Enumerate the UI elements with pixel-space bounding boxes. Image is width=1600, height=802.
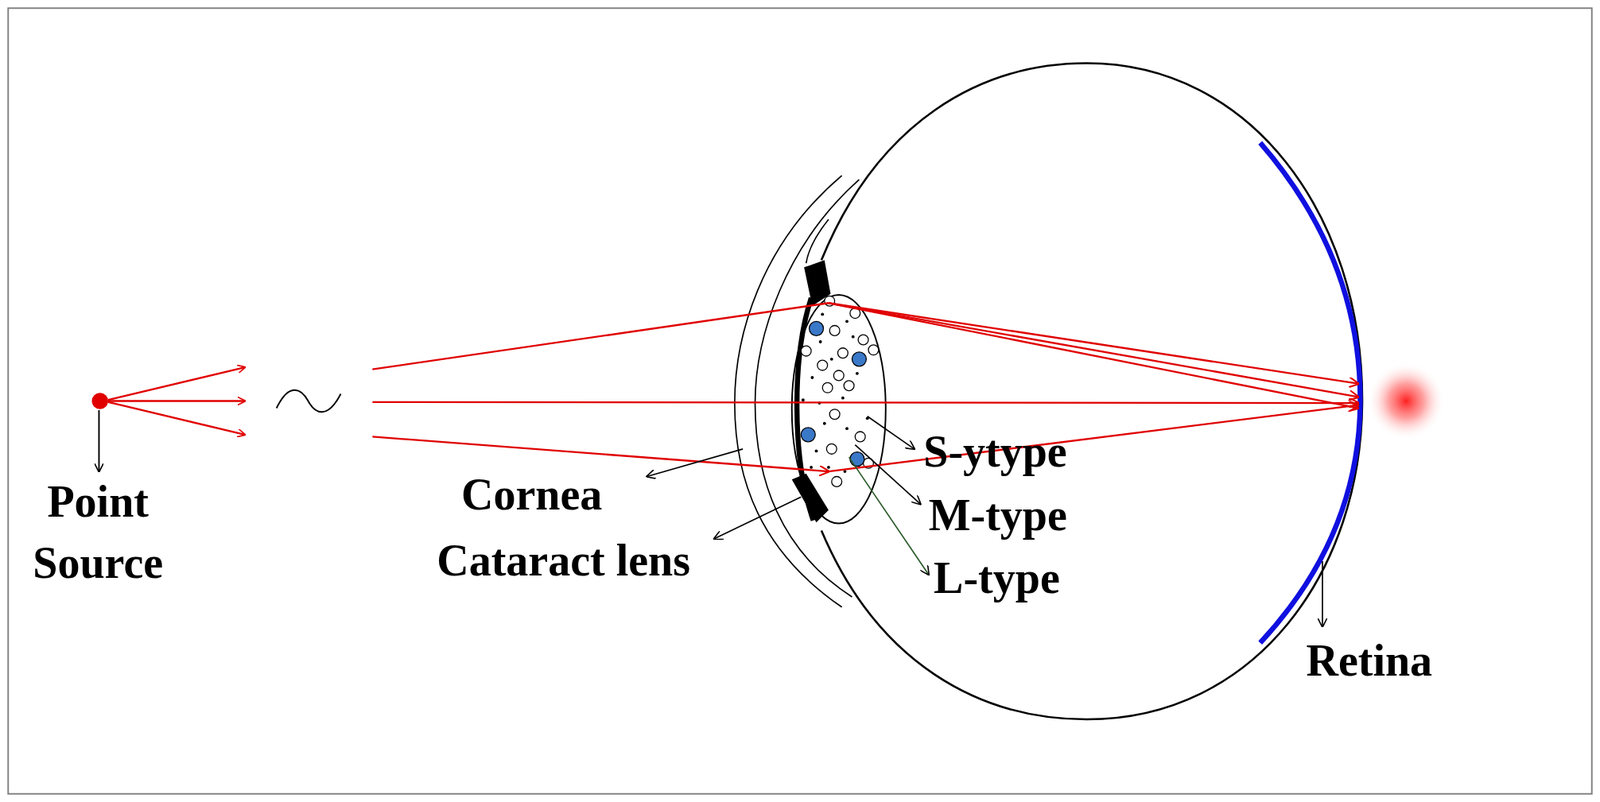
eyeball — [821, 63, 1363, 720]
lens-label: Cataract lens — [436, 536, 691, 587]
point-source-label: Point Source — [32, 471, 164, 595]
emitted-rays — [108, 367, 245, 435]
leader-lines — [647, 416, 1323, 627]
cone-label: S-ytype — [923, 427, 1067, 478]
point-source-pointer — [98, 410, 101, 472]
retina-label: Retina — [1305, 636, 1433, 687]
point-source-dot — [91, 392, 109, 410]
lens-particles — [800, 295, 879, 487]
cone-label: M-type — [928, 491, 1068, 541]
retina — [1260, 143, 1361, 644]
cornea-label: Cornea — [461, 470, 602, 521]
distance-break — [276, 390, 342, 413]
light-rays — [372, 302, 1359, 472]
frame — [7, 7, 1592, 794]
blur-spot — [1366, 362, 1445, 441]
cone-label: L-type — [933, 554, 1061, 604]
